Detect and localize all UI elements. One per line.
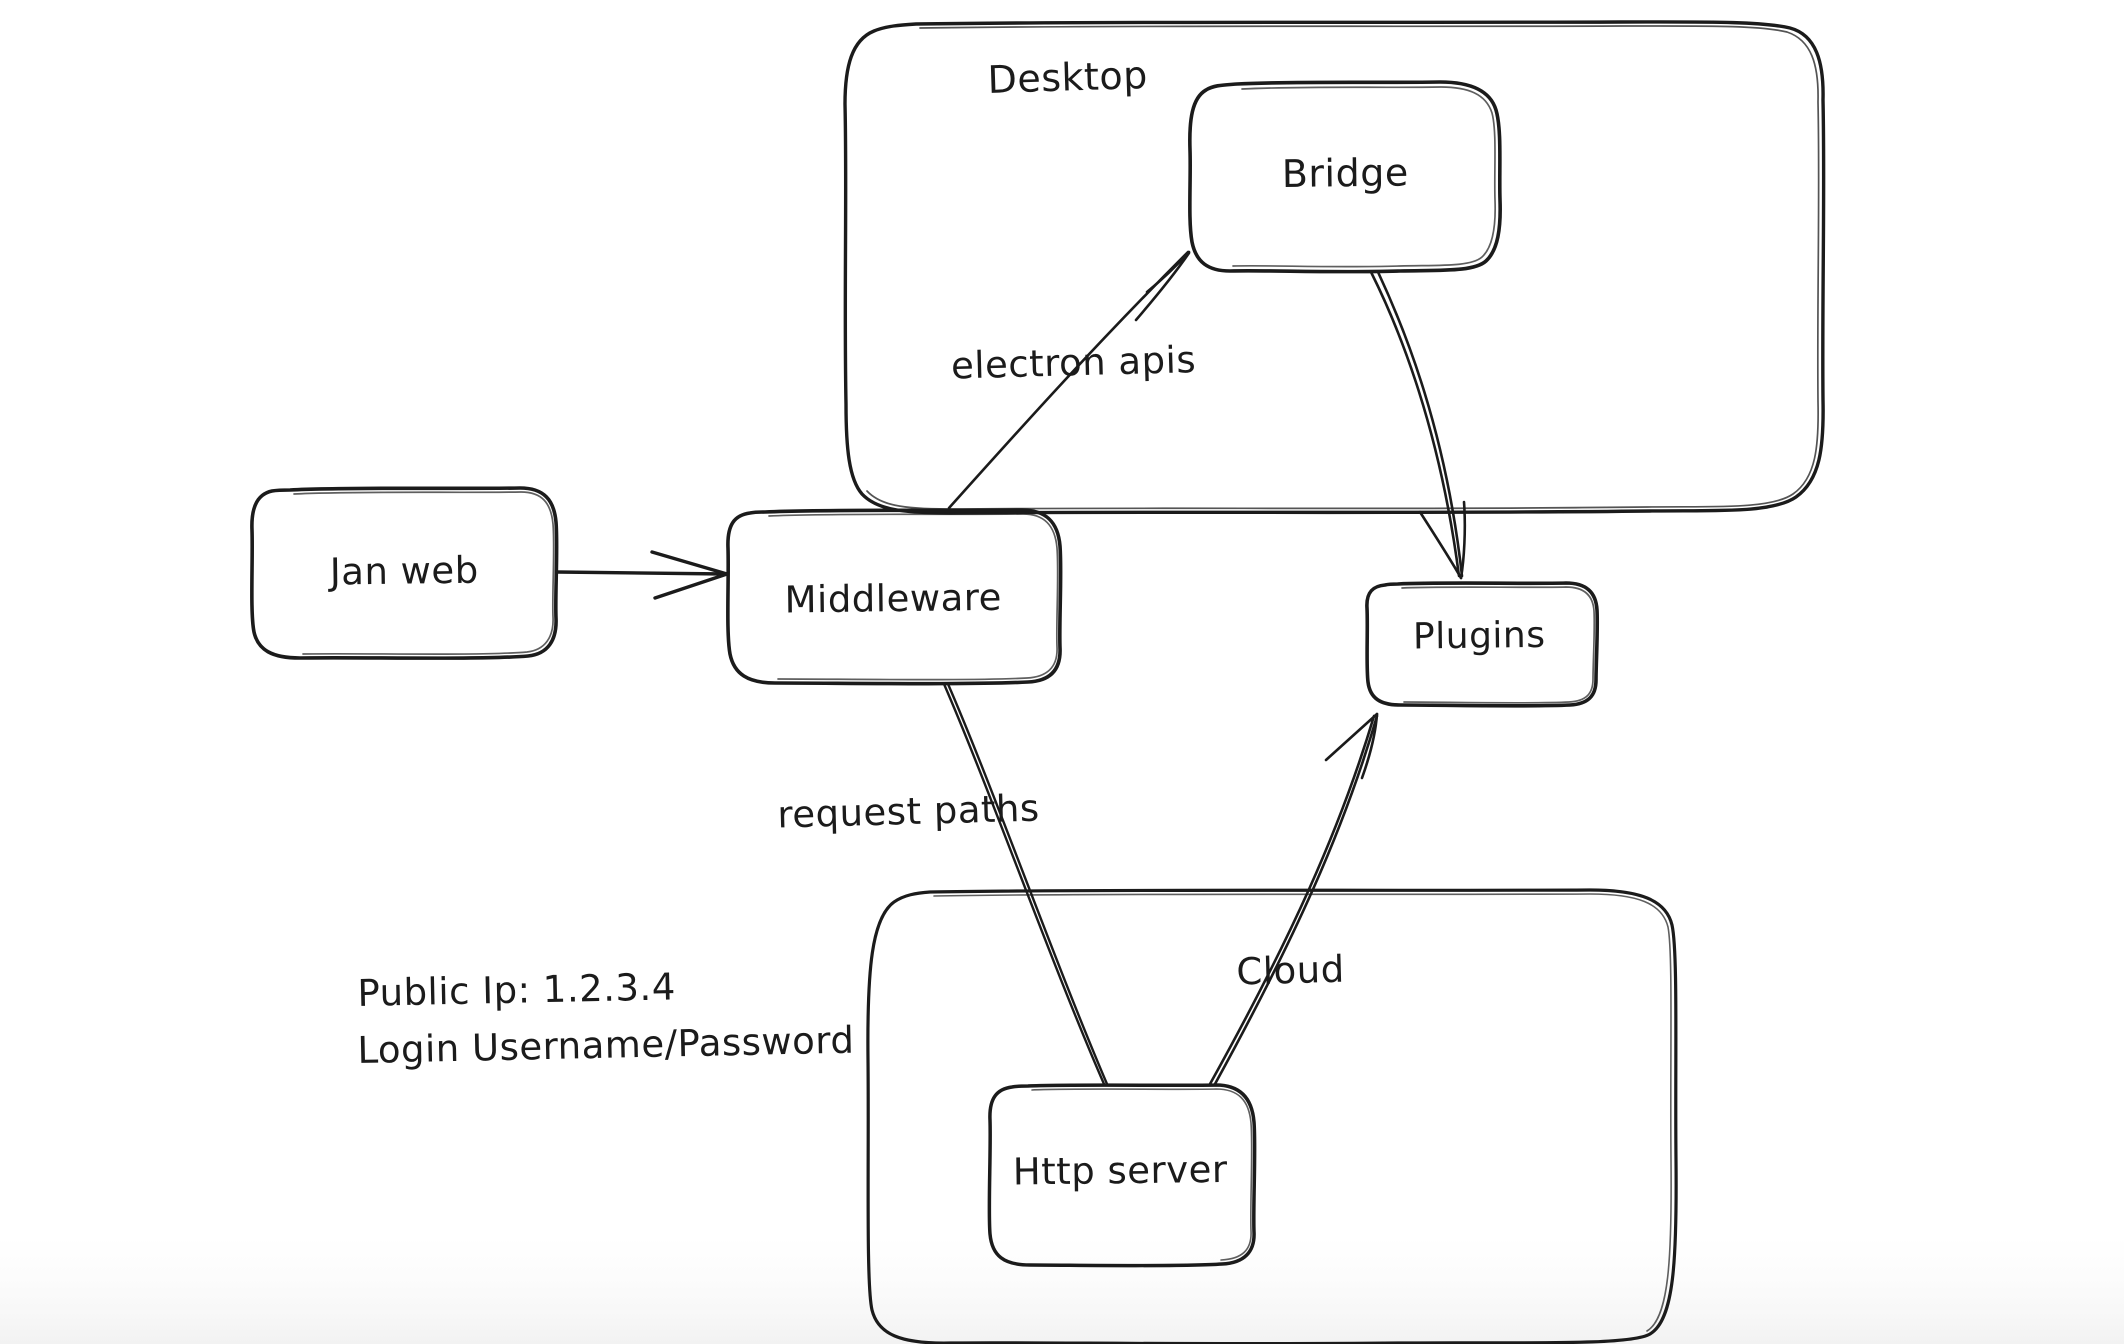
edge-http-server-to-plugins [1208, 712, 1379, 1086]
node-jan-web-outline [250, 486, 559, 660]
edge-middleware-to-http-server [942, 682, 1109, 1086]
node-plugins-outline [1365, 581, 1600, 708]
node-middleware-outline [726, 508, 1063, 686]
node-http-server-outline [987, 1083, 1257, 1268]
group-desktop-outline [843, 20, 1826, 515]
edge-bridge-to-plugins [1369, 270, 1467, 580]
node-bridge-outline [1188, 80, 1502, 274]
edge-janweb-to-middleware [555, 550, 729, 600]
edge-middleware-to-bridge [947, 250, 1191, 510]
group-cloud-outline [866, 888, 1678, 1344]
